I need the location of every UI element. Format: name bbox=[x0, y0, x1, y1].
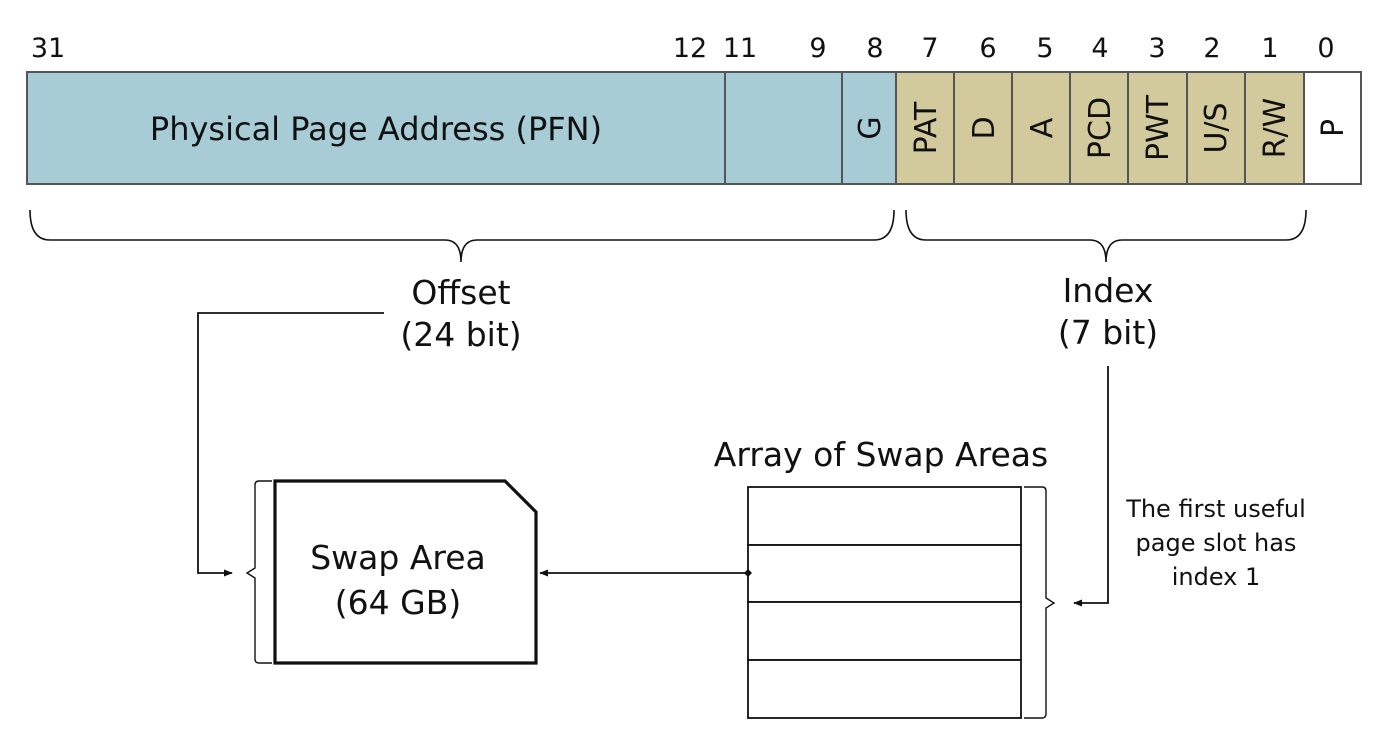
swap-area-box bbox=[273, 479, 538, 665]
note-line: index 1 bbox=[1172, 563, 1261, 591]
field-p bbox=[1303, 71, 1362, 185]
index-brace bbox=[905, 209, 1307, 263]
bit-number-row: 31 12 11 9 8 7 6 5 4 3 2 1 0 bbox=[31, 33, 1335, 64]
field-pcd bbox=[1069, 71, 1129, 185]
reserved-field bbox=[724, 71, 843, 185]
index-size: (7 bit) bbox=[1058, 313, 1158, 352]
note-line: The first useful bbox=[1125, 495, 1306, 523]
offset-connector bbox=[197, 312, 384, 577]
swap-area-title: Swap Area bbox=[310, 538, 486, 577]
field-pwt bbox=[1127, 71, 1188, 185]
field-us bbox=[1186, 71, 1246, 185]
page-table-entry: Physical Page Address (PFN) G PAT D A PC… bbox=[26, 71, 1362, 185]
bit-number: 5 bbox=[1036, 33, 1053, 64]
field-label-pcd: PCD bbox=[1083, 97, 1118, 159]
bit-number: 31 bbox=[31, 33, 65, 64]
field-pat bbox=[895, 71, 955, 185]
bit-number: 11 bbox=[723, 33, 757, 64]
bit-number: 12 bbox=[673, 33, 707, 64]
index-connector bbox=[1073, 366, 1109, 607]
pfn-label: Physical Page Address (PFN) bbox=[150, 110, 602, 148]
bit-number: 2 bbox=[1203, 33, 1220, 64]
field-label-pwt: PWT bbox=[1141, 94, 1176, 161]
offset-brace bbox=[29, 209, 895, 263]
bit-number: 6 bbox=[979, 33, 996, 64]
pfn-field bbox=[26, 71, 726, 185]
swap-array-row bbox=[747, 486, 1022, 546]
swap-area-bracket bbox=[245, 480, 272, 664]
swap-array-title: Array of Swap Areas bbox=[714, 435, 1048, 474]
field-label-pat: PAT bbox=[909, 101, 944, 154]
swap-area-size: (64 GB) bbox=[335, 583, 461, 622]
field-label-g: G bbox=[853, 116, 888, 139]
field-label-a: A bbox=[1025, 117, 1060, 138]
offset-title: Offset bbox=[411, 273, 510, 312]
offset-size: (24 bit) bbox=[400, 315, 521, 354]
bit-number: 8 bbox=[866, 33, 883, 64]
field-label-us: U/S bbox=[1199, 102, 1234, 153]
bit-number: 0 bbox=[1317, 33, 1334, 64]
swap-array-row bbox=[747, 659, 1022, 719]
swap-array-row bbox=[747, 544, 1022, 603]
swap-array-row bbox=[747, 601, 1022, 661]
bit-number: 4 bbox=[1091, 33, 1108, 64]
swap-array bbox=[747, 486, 1022, 719]
bit-number: 3 bbox=[1148, 33, 1165, 64]
field-rw bbox=[1244, 71, 1305, 185]
field-g bbox=[841, 71, 897, 185]
field-label-rw: R/W bbox=[1258, 98, 1293, 159]
field-label-p: P bbox=[1316, 119, 1351, 137]
bit-number: 1 bbox=[1261, 33, 1278, 64]
field-a bbox=[1011, 71, 1071, 185]
bit-number: 9 bbox=[809, 33, 826, 64]
swap-array-bracket bbox=[1024, 486, 1056, 719]
field-label-d: D bbox=[967, 116, 1002, 139]
index-title: Index bbox=[1063, 271, 1154, 310]
bit-number: 7 bbox=[921, 33, 938, 64]
note-line: page slot has bbox=[1136, 529, 1297, 557]
